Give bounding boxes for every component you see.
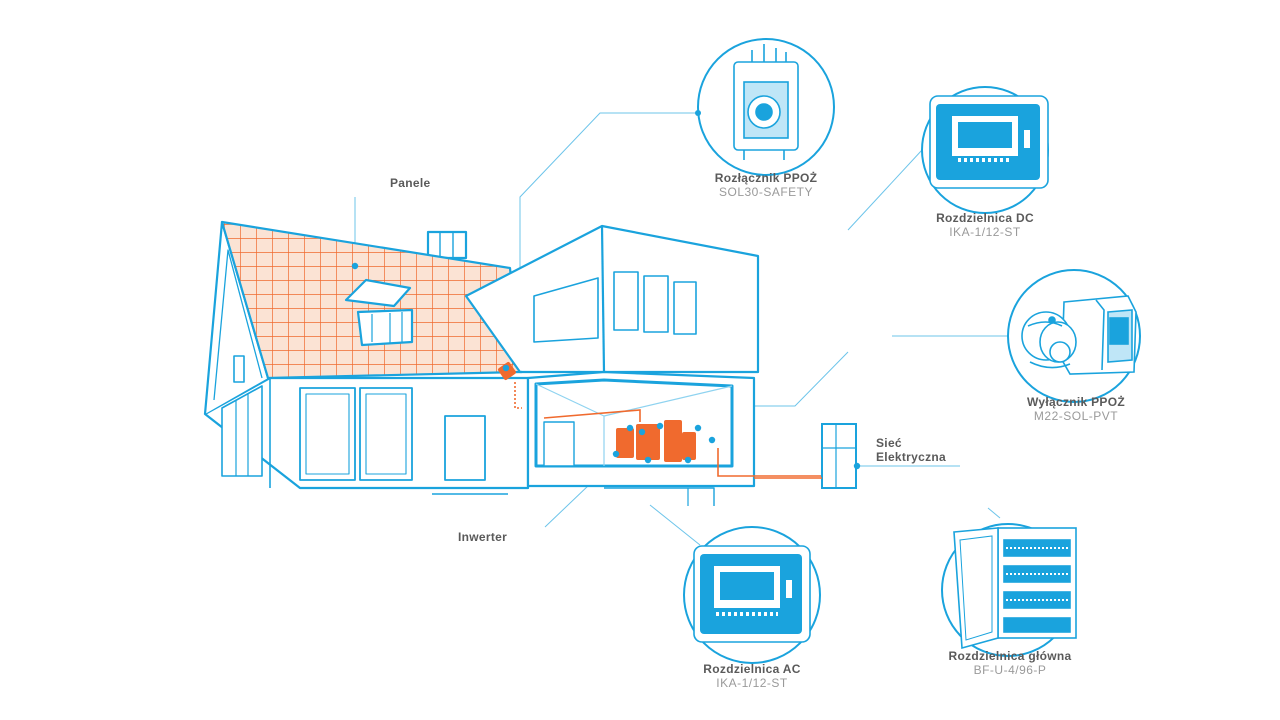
- dc-switchboard-icon: [929, 95, 1049, 189]
- glowna-title: Rozdzielnica główna: [948, 649, 1072, 663]
- fire-switch-icon: [1021, 295, 1137, 375]
- chimney: [426, 230, 468, 260]
- wylacznik-model: M22-SOL-PVT: [1033, 409, 1119, 423]
- ac-switchboard-icon: [693, 545, 811, 643]
- dc-label: Rozdzielnica DC IKA-1/12-ST: [936, 211, 1034, 239]
- glowna-model: BF-U-4/96-P: [973, 663, 1047, 677]
- glowna-callout: [941, 523, 1077, 657]
- wylacznik-label: Wyłącznik PPOŻ M22-SOL-PVT: [1027, 395, 1125, 423]
- panele-label: Panele: [390, 176, 431, 190]
- grid-cabinet: [754, 423, 861, 489]
- siec-label: Sieć Elektryczna: [876, 436, 946, 464]
- dc-callout: [921, 86, 1049, 214]
- ac-label: Rozdzielnica AC IKA-1/12-ST: [703, 662, 800, 690]
- glowna-label: Rozdzielnica główna BF-U-4/96-P: [948, 649, 1071, 677]
- rozlacznik-label: Rozłącznik PPOŻ SOL30-SAFETY: [715, 171, 818, 199]
- wiring: [514, 382, 822, 477]
- siec-line1: Sieć: [876, 436, 902, 450]
- wylacznik-title: Wyłącznik PPOŻ: [1026, 395, 1126, 409]
- rozlacznik-title: Rozłącznik PPOŻ: [714, 171, 818, 185]
- annex-upper: [464, 224, 760, 374]
- dc-model: IKA-1/12-ST: [949, 225, 1021, 239]
- ac-model: IKA-1/12-ST: [716, 676, 788, 690]
- inwerter-label: Inwerter: [458, 530, 508, 544]
- house: [203, 220, 530, 495]
- rozlacznik-model: SOL30-SAFETY: [718, 185, 814, 199]
- rozlacznik-callout: [695, 38, 835, 176]
- main-switchboard-icon: [953, 527, 1077, 650]
- dc-title: Rozdzielnica DC: [936, 211, 1034, 225]
- dormer: [344, 278, 412, 308]
- ac-callout: [683, 526, 821, 664]
- wylacznik-callout: [1007, 269, 1141, 403]
- siec-line2: Elektryczna: [876, 450, 947, 464]
- inverter-units: [351, 262, 716, 464]
- ac-title: Rozdzielnica AC: [703, 662, 801, 676]
- fire-disconnector-icon: [733, 44, 799, 160]
